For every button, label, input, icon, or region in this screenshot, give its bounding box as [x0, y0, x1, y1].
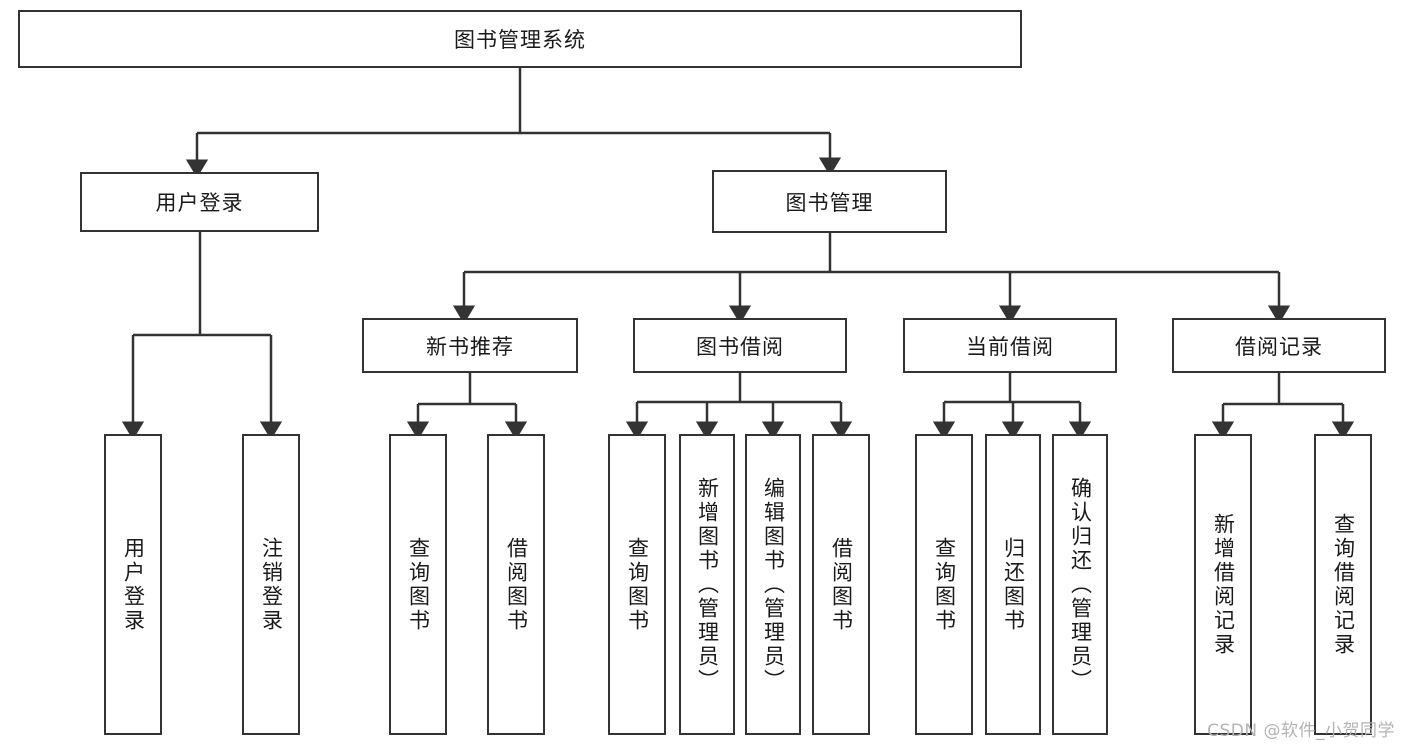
leaf-logout-login[interactable]: 注销登录 [242, 434, 300, 735]
leaf-query-book-current[interactable]: 查询图书 [915, 434, 973, 735]
node-current-borrow[interactable]: 当前借阅 [903, 318, 1117, 373]
leaf-edit-book-admin[interactable]: 编辑图书（管理员） [745, 434, 801, 735]
leaf-query-book-recommend[interactable]: 查询图书 [389, 434, 447, 735]
leaf-confirm-return-admin[interactable]: 确认归还（管理员） [1052, 434, 1108, 735]
leaf-user-login[interactable]: 用户登录 [104, 434, 162, 735]
leaf-borrow-book[interactable]: 借阅图书 [812, 434, 870, 735]
leaf-borrow-book-recommend[interactable]: 借阅图书 [487, 434, 545, 735]
node-book-manage[interactable]: 图书管理 [712, 170, 947, 233]
node-user-login[interactable]: 用户登录 [80, 172, 319, 232]
node-borrow-record[interactable]: 借阅记录 [1172, 318, 1386, 373]
leaf-add-borrow-record[interactable]: 新增借阅记录 [1194, 434, 1252, 735]
node-root-system[interactable]: 图书管理系统 [18, 10, 1022, 68]
leaf-return-book[interactable]: 归还图书 [985, 434, 1041, 735]
node-new-book-recommend[interactable]: 新书推荐 [362, 318, 578, 373]
watermark-text: CSDN @软件_小贺同学 [1207, 721, 1395, 741]
node-book-borrow[interactable]: 图书借阅 [633, 318, 847, 373]
leaf-query-borrow-record[interactable]: 查询借阅记录 [1314, 434, 1372, 735]
leaf-query-book-borrow[interactable]: 查询图书 [608, 434, 666, 735]
leaf-add-book-admin[interactable]: 新增图书（管理员） [679, 434, 735, 735]
